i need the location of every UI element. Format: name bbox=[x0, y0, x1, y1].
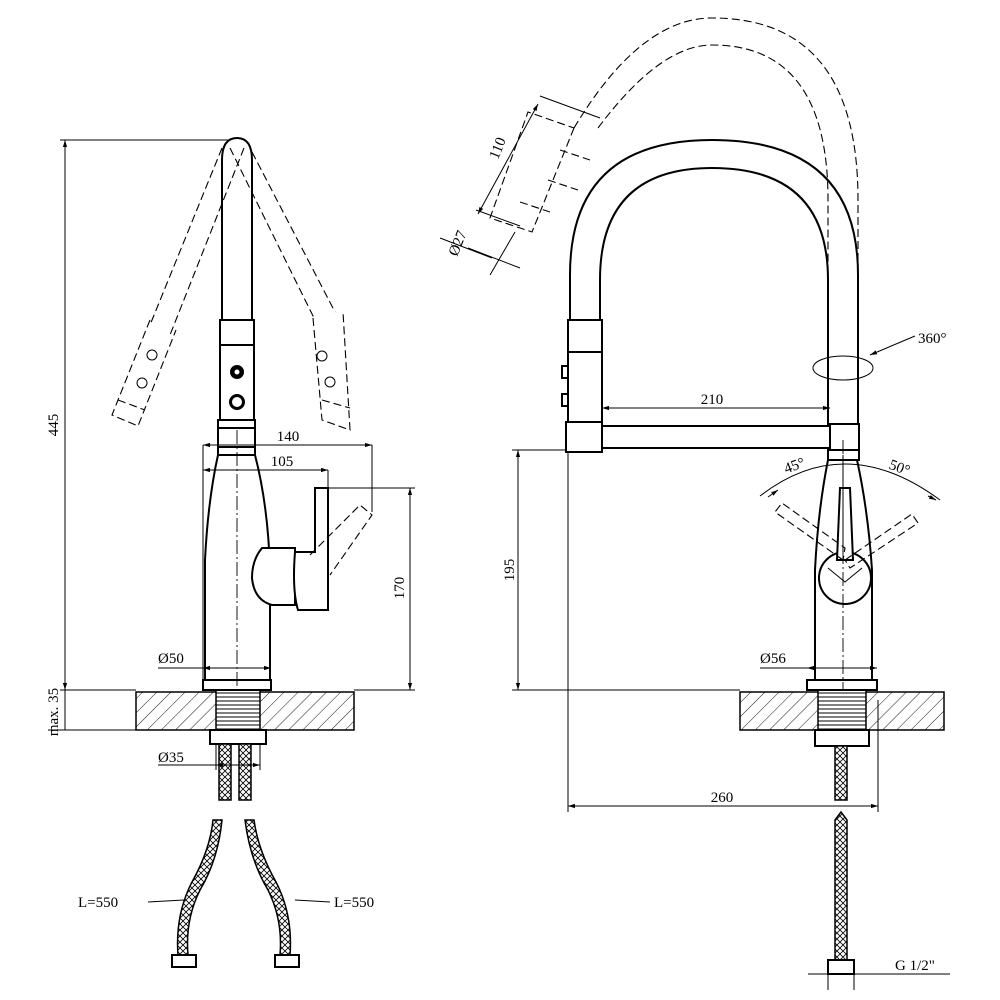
spray-head-alt bbox=[489, 111, 575, 233]
supply-hose-left-stub bbox=[218, 743, 232, 801]
threaded-shank bbox=[215, 689, 261, 733]
spout-arc-outer bbox=[569, 138, 859, 424]
spray-head-alt-positions bbox=[111, 147, 373, 576]
supply-hose-front bbox=[834, 810, 848, 961]
spray-head-front bbox=[567, 319, 603, 427]
base-diameter-front-label: Ø56 bbox=[760, 651, 786, 667]
spout-holder-bar bbox=[569, 425, 831, 449]
hose-nut-front bbox=[827, 959, 855, 975]
hose-nut-right bbox=[274, 954, 300, 968]
spray-head-dock bbox=[565, 421, 603, 453]
counter-max-label: max. 35 bbox=[46, 688, 62, 736]
side-view: 445 max. 35 140 105 170 Ø50 Ø35 L=550 L=… bbox=[46, 136, 415, 968]
handle-alt-right bbox=[844, 513, 919, 569]
supply-hose-right bbox=[244, 819, 292, 956]
rotation-ellipse bbox=[812, 355, 874, 381]
handle-alt-left bbox=[774, 502, 846, 561]
stream-button-icon bbox=[229, 394, 245, 410]
hose-length-left-label: L=550 bbox=[78, 895, 118, 911]
total-width-label: 260 bbox=[711, 790, 734, 806]
height-total-label: 445 bbox=[46, 414, 62, 437]
body-height-front-label: 195 bbox=[502, 559, 518, 582]
shank-diameter-label: Ø35 bbox=[158, 750, 184, 766]
reach-outer-label: 140 bbox=[277, 429, 300, 445]
handle-lever bbox=[293, 487, 329, 611]
hose-nut-left bbox=[171, 954, 197, 968]
threaded-shank-front bbox=[817, 689, 867, 733]
spout-reach-label: 210 bbox=[701, 392, 724, 408]
base-diameter-label: Ø50 bbox=[158, 651, 184, 667]
base-ring-front bbox=[806, 679, 878, 691]
spray-head-diameter-label: Ø27 bbox=[446, 228, 471, 258]
supply-hose-front-stub bbox=[834, 745, 848, 801]
angle-arc bbox=[759, 463, 941, 501]
handle-hub bbox=[250, 547, 296, 606]
supply-hose-left bbox=[176, 819, 223, 956]
mounting-nut bbox=[209, 729, 267, 745]
handle-lever-front bbox=[835, 487, 855, 561]
spout-arc-inner bbox=[599, 166, 829, 424]
swivel-collar bbox=[217, 419, 256, 456]
spray-button-front bbox=[561, 365, 569, 379]
reach-inner-label: 105 bbox=[271, 454, 294, 470]
rotation-label: 360° bbox=[918, 331, 947, 347]
angle-left-label: 45° bbox=[782, 455, 807, 477]
body-height-label: 170 bbox=[392, 577, 408, 600]
thread-label: G 1/2" bbox=[895, 958, 935, 974]
spout-alt-arc bbox=[573, 17, 859, 424]
swivel-collar-front bbox=[827, 423, 860, 461]
front-view: 110 Ø27 360° 210 45° 50° 195 Ø56 260 G 1… bbox=[439, 17, 950, 990]
angle-right-label: 50° bbox=[887, 457, 912, 479]
supply-hose-right-stub bbox=[238, 743, 252, 801]
stream-button-front bbox=[561, 393, 569, 407]
hose-length-right-label: L=550 bbox=[334, 895, 374, 911]
spray-head-length-label: 110 bbox=[487, 135, 510, 161]
mounting-nut-front bbox=[814, 729, 870, 747]
